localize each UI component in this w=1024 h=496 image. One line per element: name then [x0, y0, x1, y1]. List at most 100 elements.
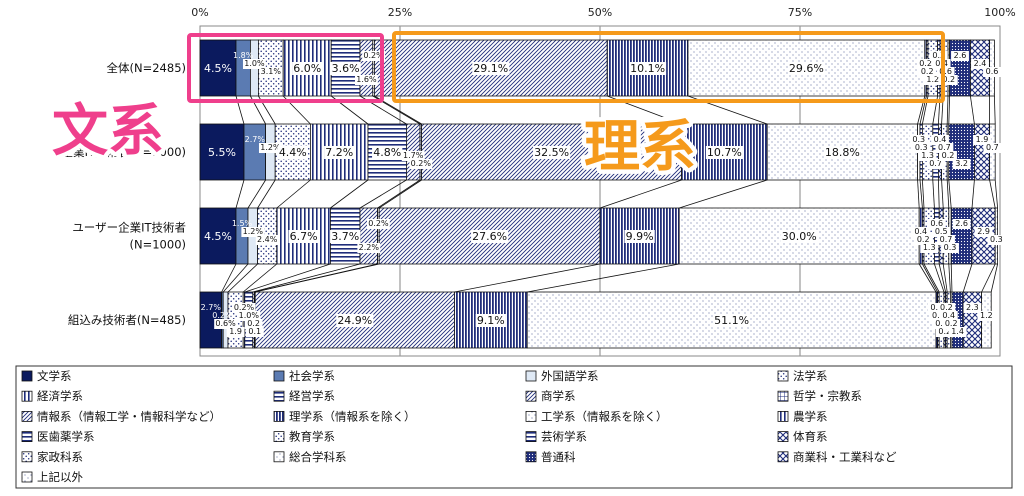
connector-line	[244, 263, 331, 293]
data-label: 0.6%	[215, 319, 236, 328]
legend-label: 商学系	[541, 389, 576, 403]
legend-swatch	[777, 410, 789, 422]
data-label-bg	[912, 143, 931, 153]
data-label: 0.2%	[234, 303, 255, 312]
bunkei-annotation: 文系	[52, 99, 164, 164]
x-tick-label: 25%	[388, 6, 412, 19]
data-label-bg	[951, 51, 969, 61]
connector-line	[922, 179, 925, 209]
data-label: 0.2	[932, 311, 945, 320]
data-label: 1.2%	[243, 227, 264, 236]
bar-segment	[599, 207, 680, 265]
data-label-bg	[973, 135, 991, 145]
data-label: 3.2	[955, 159, 968, 168]
data-label: 0.7	[929, 159, 942, 168]
legend-swatch	[525, 451, 537, 463]
data-label: 0.4	[942, 311, 955, 320]
connector-line	[994, 179, 998, 209]
data-label-bg	[324, 146, 355, 159]
data-label: 2.7%	[201, 303, 222, 312]
connector-line	[950, 263, 953, 293]
data-label: 1.7%	[403, 151, 424, 160]
data-label: 0.3	[915, 143, 928, 152]
data-label: 1.2%	[260, 143, 281, 152]
data-label: 1.6%	[356, 75, 377, 84]
legend-swatch	[273, 451, 285, 463]
legend-label: 芸術学系	[541, 430, 587, 444]
data-label: 1.0%	[244, 59, 265, 68]
data-label: 0.2%	[363, 51, 384, 60]
data-label-bg	[929, 311, 948, 321]
data-label-bg	[232, 303, 256, 313]
data-label-bg	[244, 319, 263, 329]
data-label: 1.2	[926, 75, 939, 84]
connector-line	[679, 179, 768, 209]
data-label-bg	[952, 219, 971, 229]
connector-line	[994, 95, 996, 125]
data-label-bg	[823, 146, 861, 159]
connector-line	[252, 263, 361, 293]
bar-segment	[199, 39, 237, 97]
connector-line	[242, 263, 278, 293]
connector-line	[527, 263, 680, 293]
legend-swatch	[525, 370, 537, 382]
legend-swatch	[21, 370, 33, 382]
rikei-highlight-box	[392, 31, 945, 103]
data-label: 24.9%	[337, 314, 372, 327]
connector-line	[948, 95, 950, 125]
legend-swatch	[777, 451, 789, 463]
legend-label: 文学系	[37, 369, 72, 383]
connector-line	[970, 95, 975, 125]
data-label: 1.5%	[232, 219, 253, 228]
data-label: 4.4%	[279, 146, 307, 159]
legend-label: 工学系（情報系を除く）	[541, 409, 668, 423]
data-label: 32.5%	[534, 146, 569, 159]
data-label-bg	[974, 227, 993, 237]
legend-swatch	[21, 451, 33, 463]
connector-line	[942, 263, 948, 293]
data-label-bg	[937, 303, 956, 313]
data-label: 1.0%	[239, 311, 260, 320]
x-tick-label: 75%	[788, 6, 812, 19]
data-label-bg	[624, 230, 655, 243]
data-label-bg	[952, 159, 971, 169]
data-label: 0.3	[932, 51, 945, 60]
legend-swatch	[525, 410, 537, 422]
legend-swatch	[21, 471, 33, 483]
legend-swatch	[273, 431, 285, 443]
category-label: 全体(N=2485)	[107, 61, 186, 75]
connector-line	[599, 179, 682, 209]
data-label: 18.8%	[825, 146, 860, 159]
legend-swatch	[525, 431, 537, 443]
data-label-bg	[214, 319, 238, 329]
connector-line	[934, 263, 945, 293]
data-label-bg	[258, 143, 282, 153]
data-label-bg	[401, 151, 425, 161]
data-label-bg	[259, 67, 283, 77]
legend-swatch	[777, 390, 789, 402]
connector-line	[971, 179, 975, 209]
connector-line	[941, 179, 944, 209]
category-label: (N=1000)	[130, 238, 186, 252]
data-label: 2.6	[954, 51, 967, 60]
data-label: 51.1%	[714, 314, 749, 327]
legend-label: 体育系	[793, 430, 828, 444]
data-label-bg	[354, 75, 378, 85]
x-tick-label: 0%	[191, 6, 208, 19]
data-label: 0.2	[940, 303, 953, 312]
legend-label: 経営学系	[289, 389, 335, 403]
data-label: 2.6	[955, 219, 968, 228]
legend-label: 外国語学系	[541, 369, 599, 383]
connector-line	[917, 179, 920, 209]
data-label: 0.2%	[368, 219, 389, 228]
data-label: 0.7	[940, 235, 953, 244]
data-label: 9.9%	[626, 230, 654, 243]
data-label: 4.8%	[373, 146, 401, 159]
data-label-bg	[372, 146, 403, 159]
connector-line	[990, 263, 998, 293]
connector-line	[922, 263, 938, 293]
category-label: ユーザー企業IT技術者	[72, 221, 186, 235]
legend-swatch	[273, 410, 285, 422]
connector-line	[377, 179, 421, 209]
